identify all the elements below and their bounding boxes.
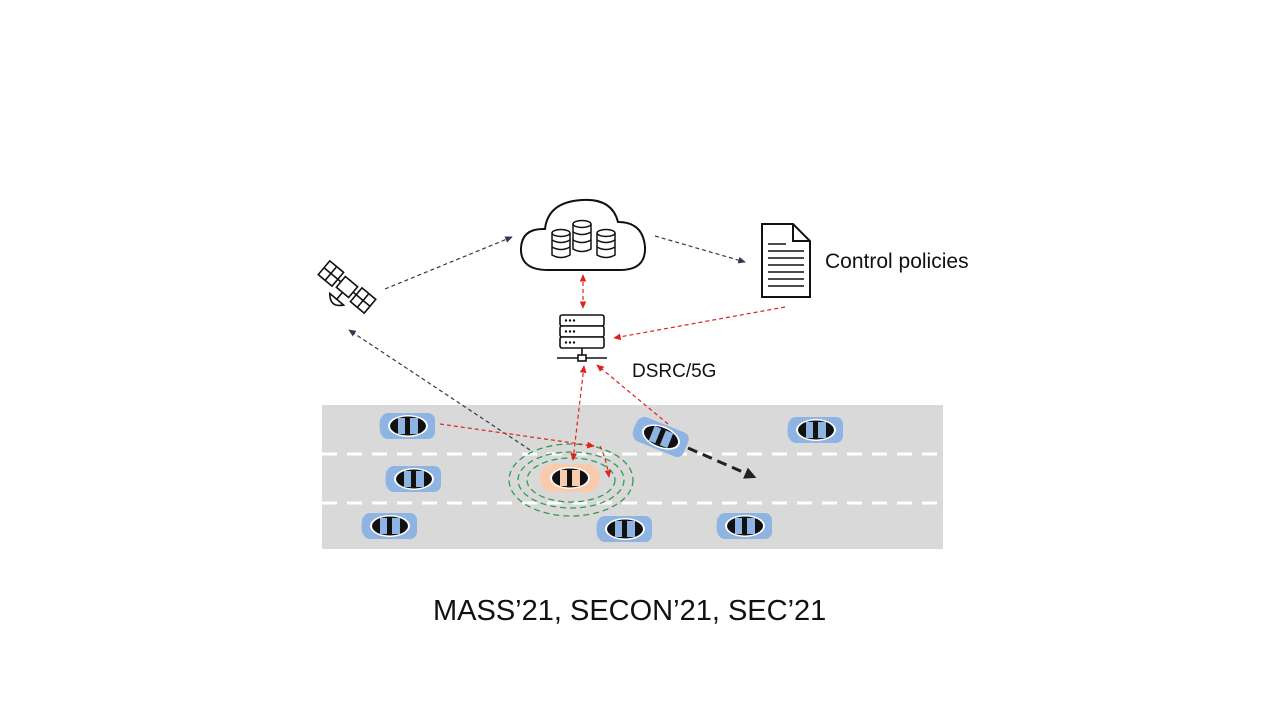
communication-links [348,235,786,478]
ego-vehicle [540,464,600,492]
database-icon [596,228,616,259]
policies-to-server-link [613,306,786,341]
vehicle [596,516,652,542]
vehicle-to-server-link [596,364,669,425]
cloud-to-policies-link [654,235,746,264]
cloud-database-icon [519,198,647,271]
satellite-icon [317,259,377,315]
vehicle [787,417,843,443]
link-type-label: DSRC/5G [632,361,717,382]
control-policies-label: Control policies [825,250,969,273]
vehicle-to-ego-link [439,423,595,449]
database-icon [572,219,592,253]
vehicle [385,466,441,492]
vehicle [716,513,772,539]
vehicle [379,413,435,439]
vehicle [361,513,417,539]
database-icon [551,228,571,259]
vehicle-to-satellite-link [348,329,531,451]
server-icon [557,314,607,362]
publication-footer: MASS’21, SECON’21, SEC’21 [433,595,827,627]
satellite-to-cloud-link [384,236,513,290]
document-icon [761,223,811,298]
ego-feedback-link [599,445,612,478]
vehicles [361,413,843,542]
trajectory-arrow [687,446,757,479]
server-ego-link [570,365,587,461]
